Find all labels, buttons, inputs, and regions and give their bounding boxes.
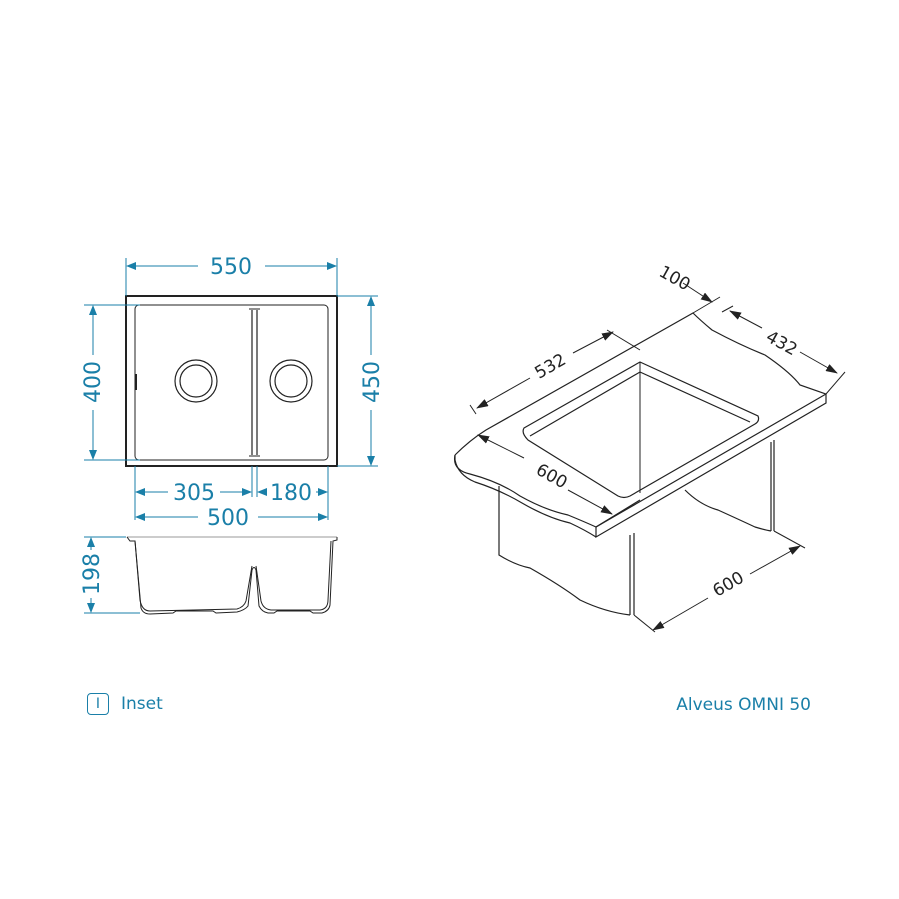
svg-text:100: 100 [655, 262, 693, 295]
svg-text:400: 400 [81, 361, 106, 403]
isometric-view [453, 312, 827, 616]
legend-label: Inset [121, 694, 163, 714]
svg-text:532: 532 [531, 350, 569, 384]
svg-text:450: 450 [360, 361, 385, 403]
svg-text:305: 305 [173, 481, 215, 506]
installation-legend: I Inset [87, 693, 163, 715]
isometric-dimensions [469, 282, 846, 633]
side-view [126, 536, 338, 615]
top-view-dimensions [84, 258, 378, 614]
model-name: Alveus OMNI 50 [676, 695, 811, 715]
inset-icon: I [87, 693, 109, 715]
svg-text:198: 198 [80, 553, 105, 595]
svg-text:180: 180 [270, 481, 312, 506]
svg-text:600: 600 [532, 460, 570, 493]
svg-text:600: 600 [709, 568, 747, 602]
svg-text:432: 432 [762, 327, 800, 360]
top-view-dimension-labels: 550 305 180 500 400 450 198 [80, 255, 385, 595]
svg-text:550: 550 [210, 255, 252, 280]
svg-text:500: 500 [207, 506, 249, 531]
top-view [125, 295, 338, 467]
